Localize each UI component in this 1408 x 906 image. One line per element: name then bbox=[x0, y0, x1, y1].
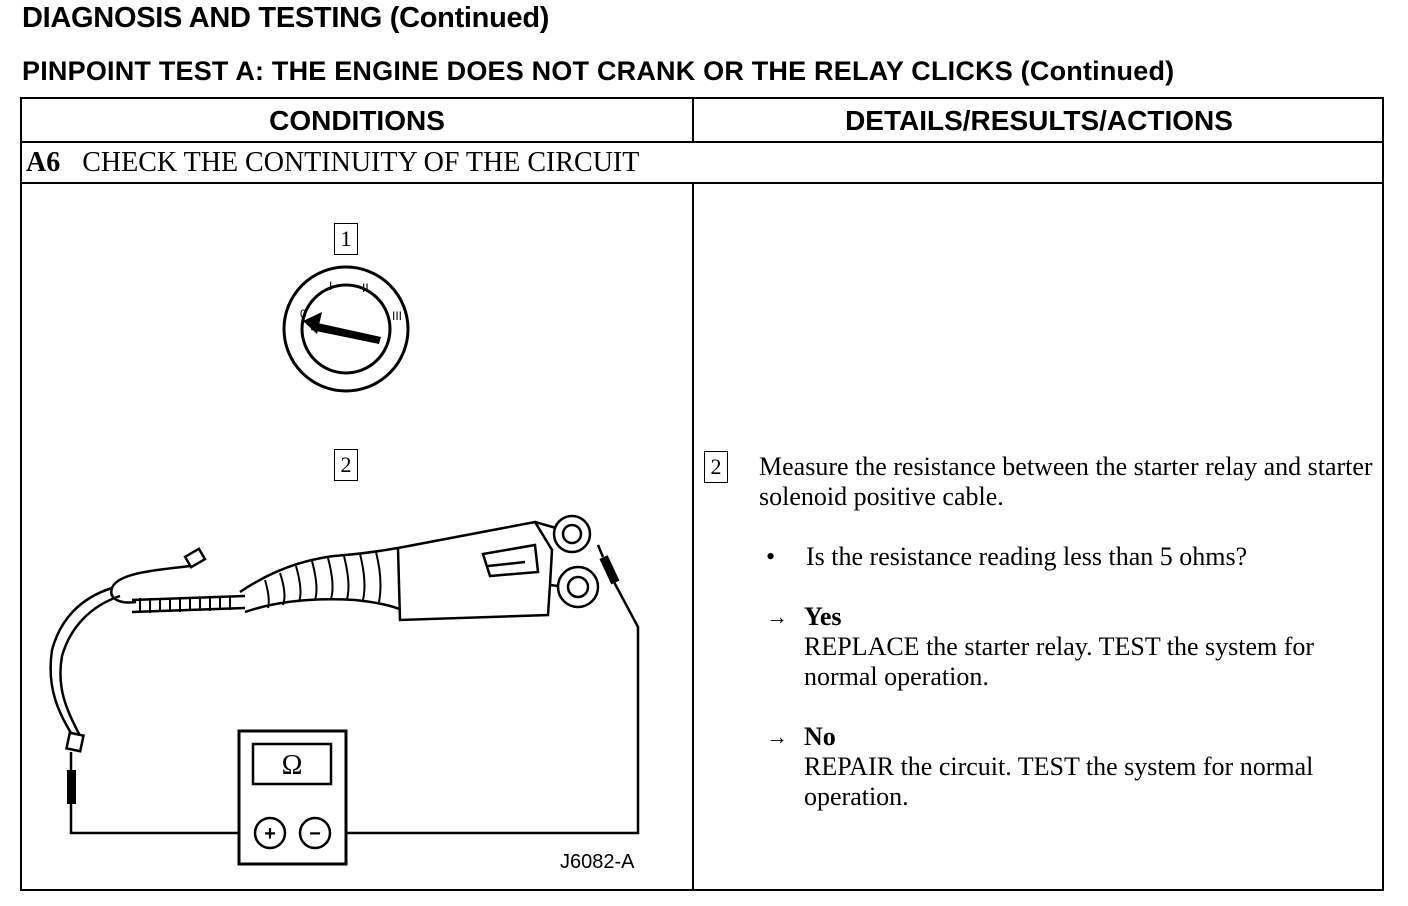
switch-position-3: III bbox=[392, 309, 402, 323]
switch-position-2: II bbox=[362, 281, 369, 295]
meter-probes-icon bbox=[65, 544, 620, 804]
header-column-divider bbox=[692, 99, 694, 141]
conditions-header: CONDITIONS bbox=[269, 105, 445, 136]
switch-position-0: 0 bbox=[300, 307, 307, 321]
switch-position-1: I bbox=[329, 279, 332, 293]
result-no: → No REPAIR the circuit. TEST the system… bbox=[740, 722, 1380, 812]
details-header: DETAILS/RESULTS/ACTIONS bbox=[845, 105, 1233, 136]
ohm-symbol: Ω bbox=[282, 750, 303, 781]
measure-instruction: Measure the resistance between the start… bbox=[759, 452, 1373, 511]
meter-leads bbox=[69, 581, 640, 835]
plus-terminal: + bbox=[264, 823, 276, 845]
result-yes-label: Yes bbox=[804, 602, 842, 631]
body-column-divider bbox=[692, 182, 694, 889]
result-yes-action: REPLACE the starter relay. TEST the syst… bbox=[804, 632, 1315, 691]
figure-label-2: 2 bbox=[334, 449, 358, 481]
pinpoint-test-table: CONDITIONS DETAILS/RESULTS/ACTIONS A6 CHE… bbox=[20, 97, 1384, 891]
question-row: • Is the resistance reading less than 5 … bbox=[766, 542, 1380, 572]
step-divider bbox=[22, 182, 1382, 184]
ignition-switch-icon: 0 I II III bbox=[282, 265, 410, 393]
result-no-action: REPAIR the circuit. TEST the system for … bbox=[804, 752, 1314, 811]
question-text: Is the resistance reading less than 5 oh… bbox=[806, 542, 1248, 571]
arrow-right-icon: → bbox=[766, 724, 788, 749]
starter-cable-icon bbox=[49, 514, 600, 739]
figure-label-1: 1 bbox=[334, 223, 358, 255]
header-divider bbox=[22, 141, 1382, 143]
details-step-label: 2 bbox=[704, 451, 728, 483]
step-row: A6 CHECK THE CONTINUITY OF THE CIRCUIT bbox=[26, 147, 639, 179]
figure-code: J6082-A bbox=[560, 851, 635, 873]
result-no-label: No bbox=[804, 722, 836, 751]
pinpoint-test-title: PINPOINT TEST A: THE ENGINE DOES NOT CRA… bbox=[22, 56, 1175, 86]
details-content: Measure the resistance between the start… bbox=[740, 452, 1380, 812]
result-yes: → Yes REPLACE the starter relay. TEST th… bbox=[740, 602, 1380, 692]
page-title: DIAGNOSIS AND TESTING (Continued) bbox=[22, 2, 550, 34]
step-title: CHECK THE CONTINUITY OF THE CIRCUIT bbox=[82, 147, 640, 178]
bullet-icon: • bbox=[766, 542, 776, 571]
ohmmeter-icon: Ω + − bbox=[237, 729, 348, 866]
minus-terminal: − bbox=[309, 823, 321, 845]
arrow-right-icon: → bbox=[766, 604, 788, 629]
step-id: A6 bbox=[26, 147, 61, 178]
